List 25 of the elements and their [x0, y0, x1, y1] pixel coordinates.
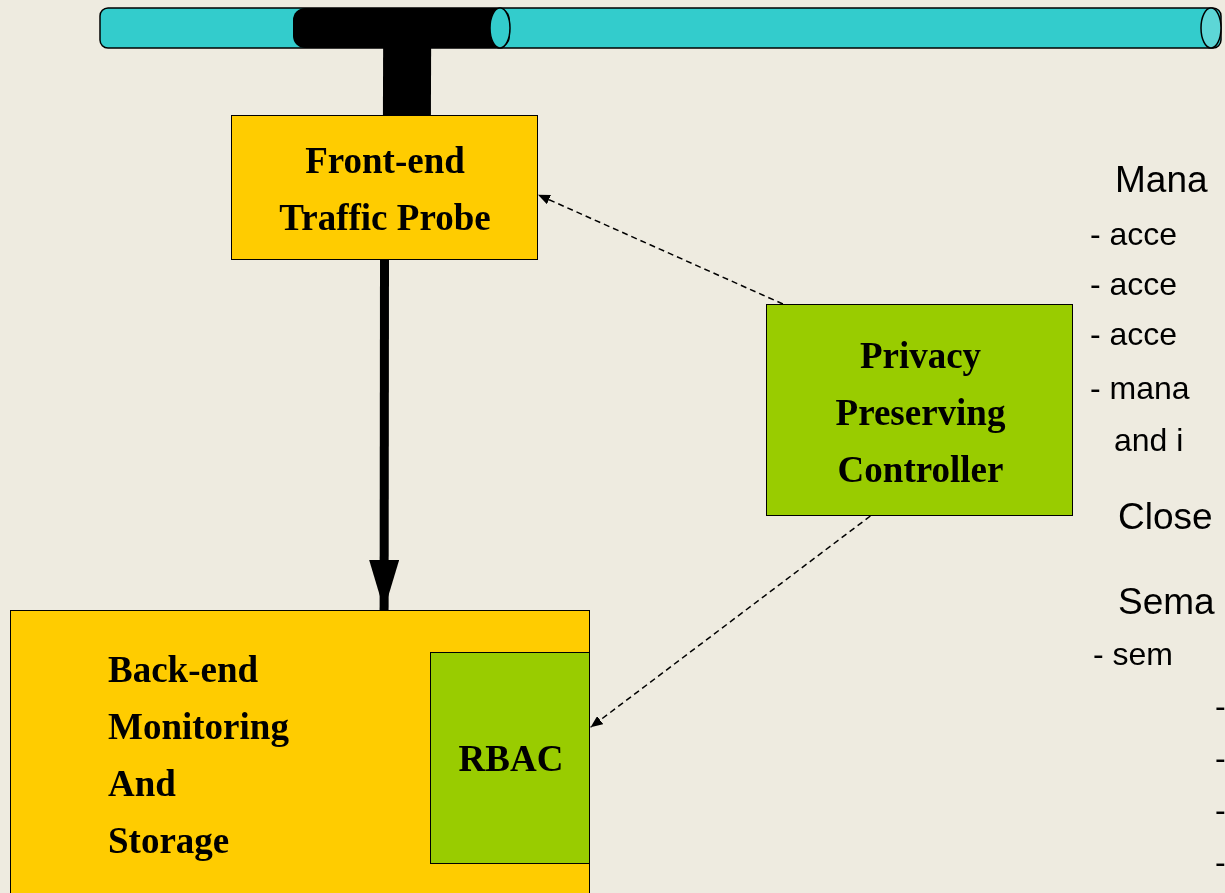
arrow	[369, 260, 400, 610]
process-box	[10, 610, 590, 893]
note-text: Sema	[1118, 582, 1215, 622]
note-text: -	[1215, 791, 1225, 830]
note-text: - acce	[1090, 215, 1178, 254]
node-label: RBAC	[457, 737, 565, 781]
note-text: - acce	[1090, 265, 1178, 304]
node-label: Front-end Traffic Probe	[278, 139, 492, 240]
process-box	[430, 652, 590, 864]
connector-bar	[382, 47, 432, 116]
note-text: -	[1215, 843, 1225, 882]
note-text: Mana	[1115, 160, 1208, 200]
note-text: - mana and i	[1090, 369, 1191, 460]
note-text: - acce	[1090, 315, 1178, 354]
note-text: -	[1215, 739, 1225, 778]
cable	[100, 8, 1225, 48]
note-text: Close	[1118, 497, 1213, 537]
note-text: - sem	[1093, 635, 1173, 674]
arrow	[589, 515, 872, 729]
process-box	[766, 304, 1073, 516]
node-label: Back-end Monitoring And Storage	[108, 648, 289, 863]
node-label: Privacy Preserving Controller	[834, 334, 1007, 492]
process-box	[231, 115, 538, 260]
arrow	[537, 194, 784, 305]
note-text: -	[1215, 687, 1225, 726]
